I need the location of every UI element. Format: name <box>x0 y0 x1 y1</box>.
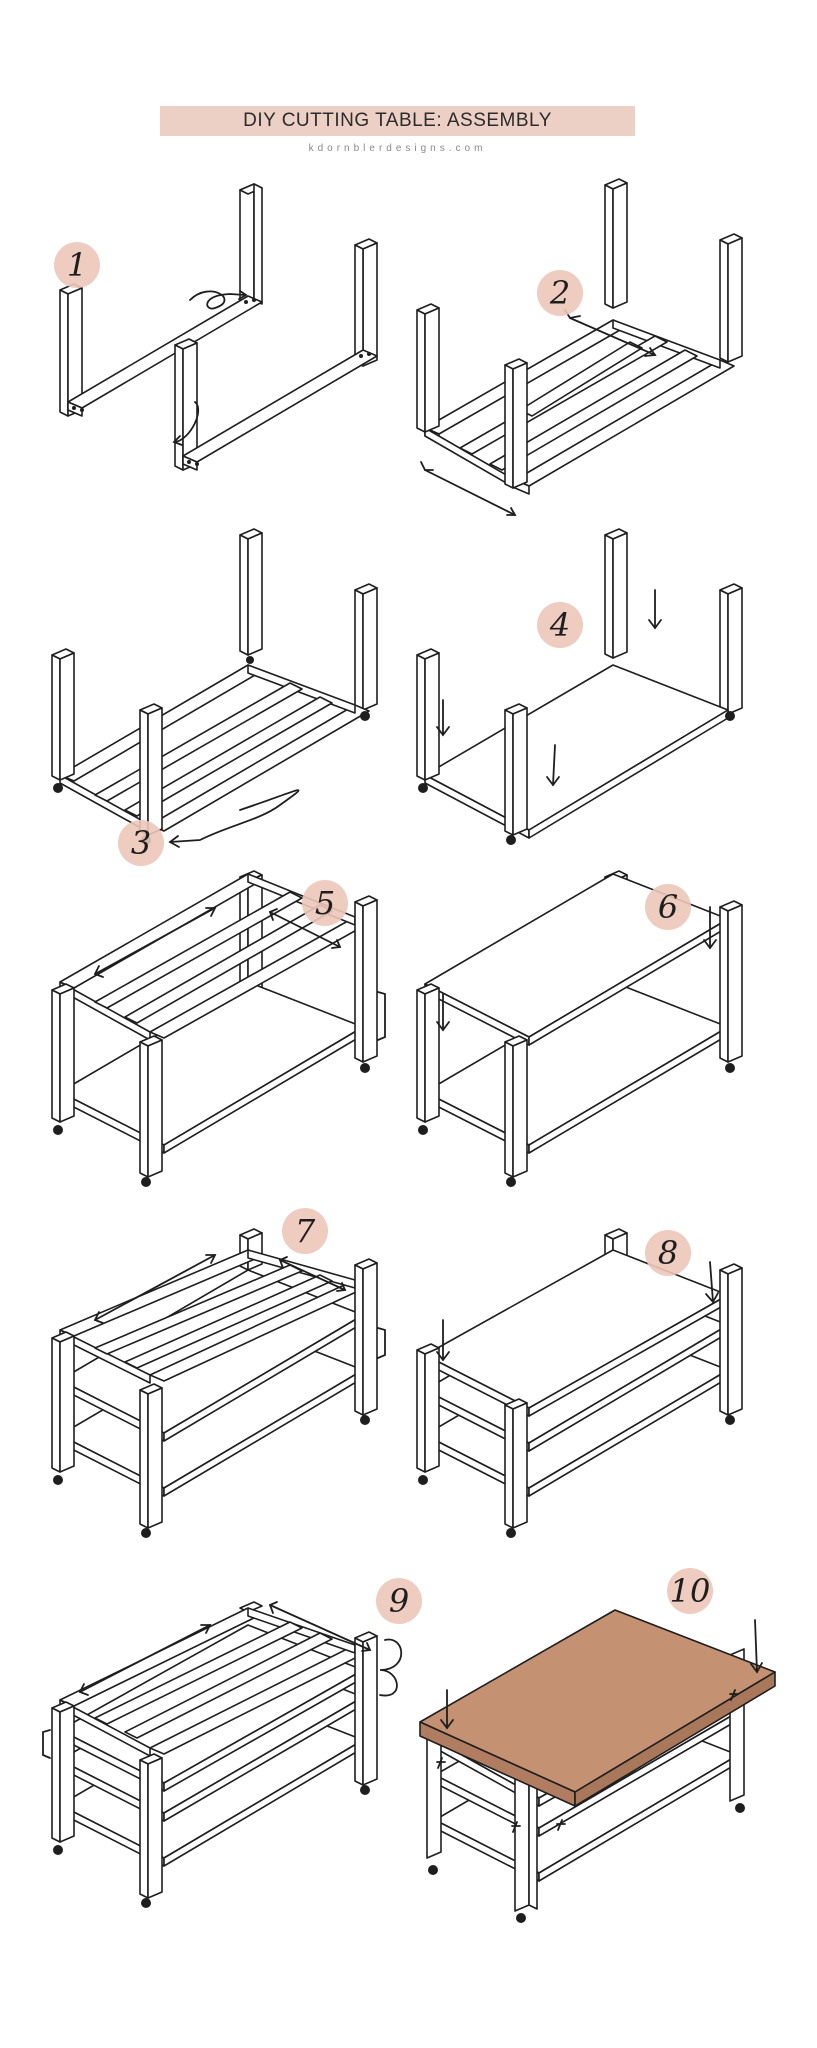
step-7-illustration <box>51 1228 386 1538</box>
step-4-badge <box>537 602 583 648</box>
step-6-panel: 6 <box>405 862 785 1202</box>
step-2-number: 2 <box>549 274 571 312</box>
step-5-number: 5 <box>314 884 336 922</box>
step-8-illustration <box>416 1228 743 1538</box>
step-1-number: 1 <box>66 246 88 284</box>
page-subtitle: kdornblerdesigns.com <box>308 143 487 154</box>
step-1-badge <box>54 242 100 288</box>
step-2-badge <box>537 270 583 316</box>
step-8-badge <box>645 1230 691 1276</box>
step-4-panel: 4 <box>405 520 785 860</box>
step-10-illustration <box>419 1609 776 1923</box>
step-2-illustration <box>416 178 743 516</box>
step-9-panel: 9 <box>40 1578 422 1920</box>
step-3-panel: 3 <box>40 520 420 866</box>
step-5-badge <box>302 880 348 926</box>
step-3-illustration <box>51 528 378 848</box>
step-4-number: 4 <box>549 606 571 644</box>
step-3-number: 3 <box>130 824 152 862</box>
step-10-panel: 10 <box>405 1568 785 1923</box>
step-9-illustration <box>42 1601 403 1908</box>
step-8-panel: 8 <box>405 1210 785 1550</box>
step-3-badge <box>118 820 164 866</box>
step-6-number: 6 <box>657 888 679 926</box>
step-1-panel: 1 <box>40 170 420 510</box>
step-6-illustration <box>416 870 743 1187</box>
step-7-badge <box>282 1208 328 1254</box>
title-bar: DIY CUTTING TABLE: ASSEMBLY <box>160 106 635 136</box>
step-10-number: 10 <box>669 1572 711 1610</box>
page-title: DIY CUTTING TABLE: ASSEMBLY <box>243 110 552 131</box>
step-9-number: 9 <box>388 1582 410 1620</box>
step-4-illustration <box>416 528 743 845</box>
step-7-number: 7 <box>294 1212 316 1250</box>
step-5-illustration <box>51 870 386 1187</box>
step-6-badge <box>645 884 691 930</box>
step-10-badge <box>667 1568 713 1614</box>
step-2-panel: 2 <box>405 170 785 516</box>
step-8-number: 8 <box>657 1234 679 1272</box>
step-5-panel: 5 <box>40 862 420 1202</box>
step-9-badge <box>376 1578 422 1624</box>
step-7-panel: 7 <box>40 1208 420 1550</box>
step-1-illustration <box>59 183 378 471</box>
